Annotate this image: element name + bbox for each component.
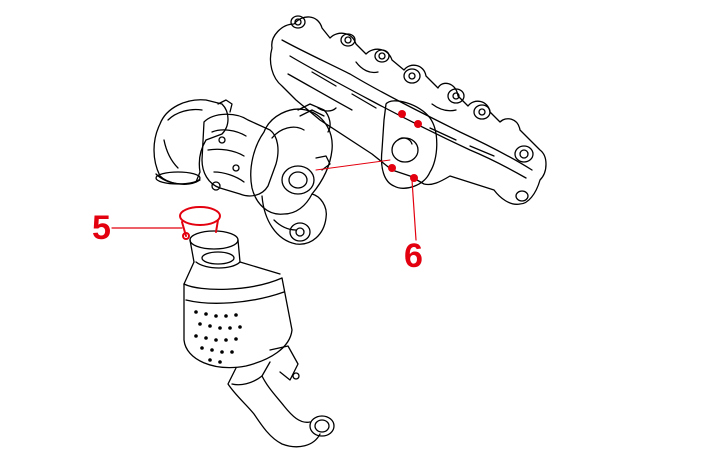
catalytic-converter bbox=[183, 230, 300, 381]
gasket-leader-line bbox=[315, 159, 391, 171]
turbocharger bbox=[153, 99, 333, 245]
exhaust-manifold bbox=[269, 15, 547, 205]
callout-number-6: 6 bbox=[404, 237, 423, 275]
callout-6-leader bbox=[411, 179, 417, 241]
exhaust-downpipe bbox=[227, 361, 335, 448]
callout-number-5: 5 bbox=[92, 209, 111, 247]
clamp-ring bbox=[179, 206, 221, 240]
